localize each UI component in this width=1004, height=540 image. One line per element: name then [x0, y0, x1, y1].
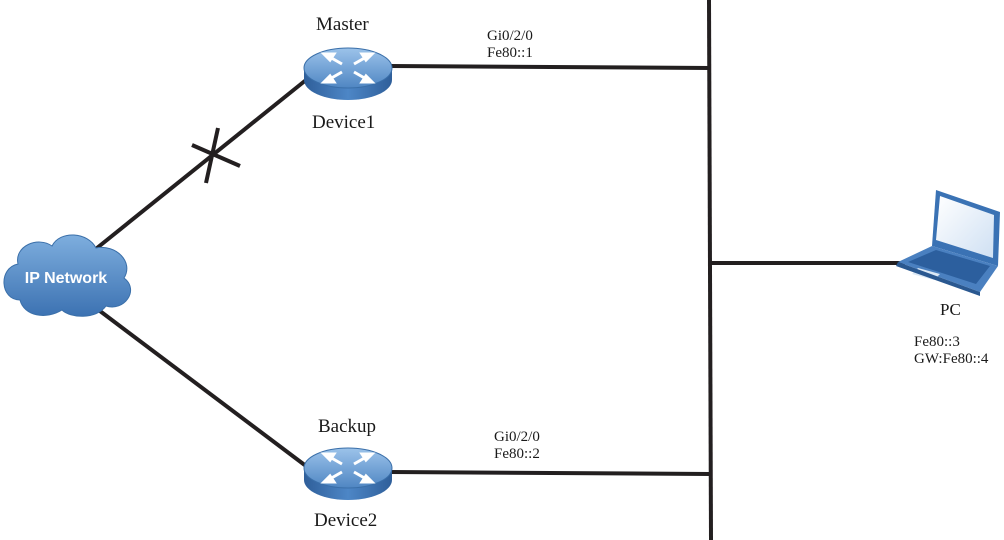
router-icon[interactable]: [302, 446, 394, 502]
link-failure-mark: [191, 127, 241, 184]
cloud-icon[interactable]: IP Network: [3, 234, 131, 317]
link-device2-lan: [389, 470, 711, 476]
master-role-label: Master: [316, 14, 369, 35]
device1-interface-label: Gi0/2/0: [487, 28, 533, 44]
link-network-device1: [90, 78, 308, 254]
link-device1-lan: [389, 64, 711, 70]
link-network-device2: [94, 306, 308, 468]
laptop-icon[interactable]: [896, 190, 1000, 296]
lan-bus: [707, 0, 713, 540]
backup-role-label: Backup: [318, 416, 377, 437]
device2-name-label: Device2: [314, 510, 378, 531]
device2-address-label: Fe80::2: [494, 446, 540, 462]
device1-address-label: Fe80::1: [487, 45, 533, 61]
router-icon[interactable]: [302, 46, 394, 102]
pc-name-label: PC: [940, 300, 961, 319]
device1-name-label: Device1: [312, 112, 376, 133]
pc-address-label: Fe80::3: [914, 334, 960, 350]
device2-interface-label: Gi0/2/0: [494, 429, 540, 445]
pc-gateway-label: GW:Fe80::4: [914, 351, 989, 367]
network-label: IP Network: [25, 270, 108, 287]
